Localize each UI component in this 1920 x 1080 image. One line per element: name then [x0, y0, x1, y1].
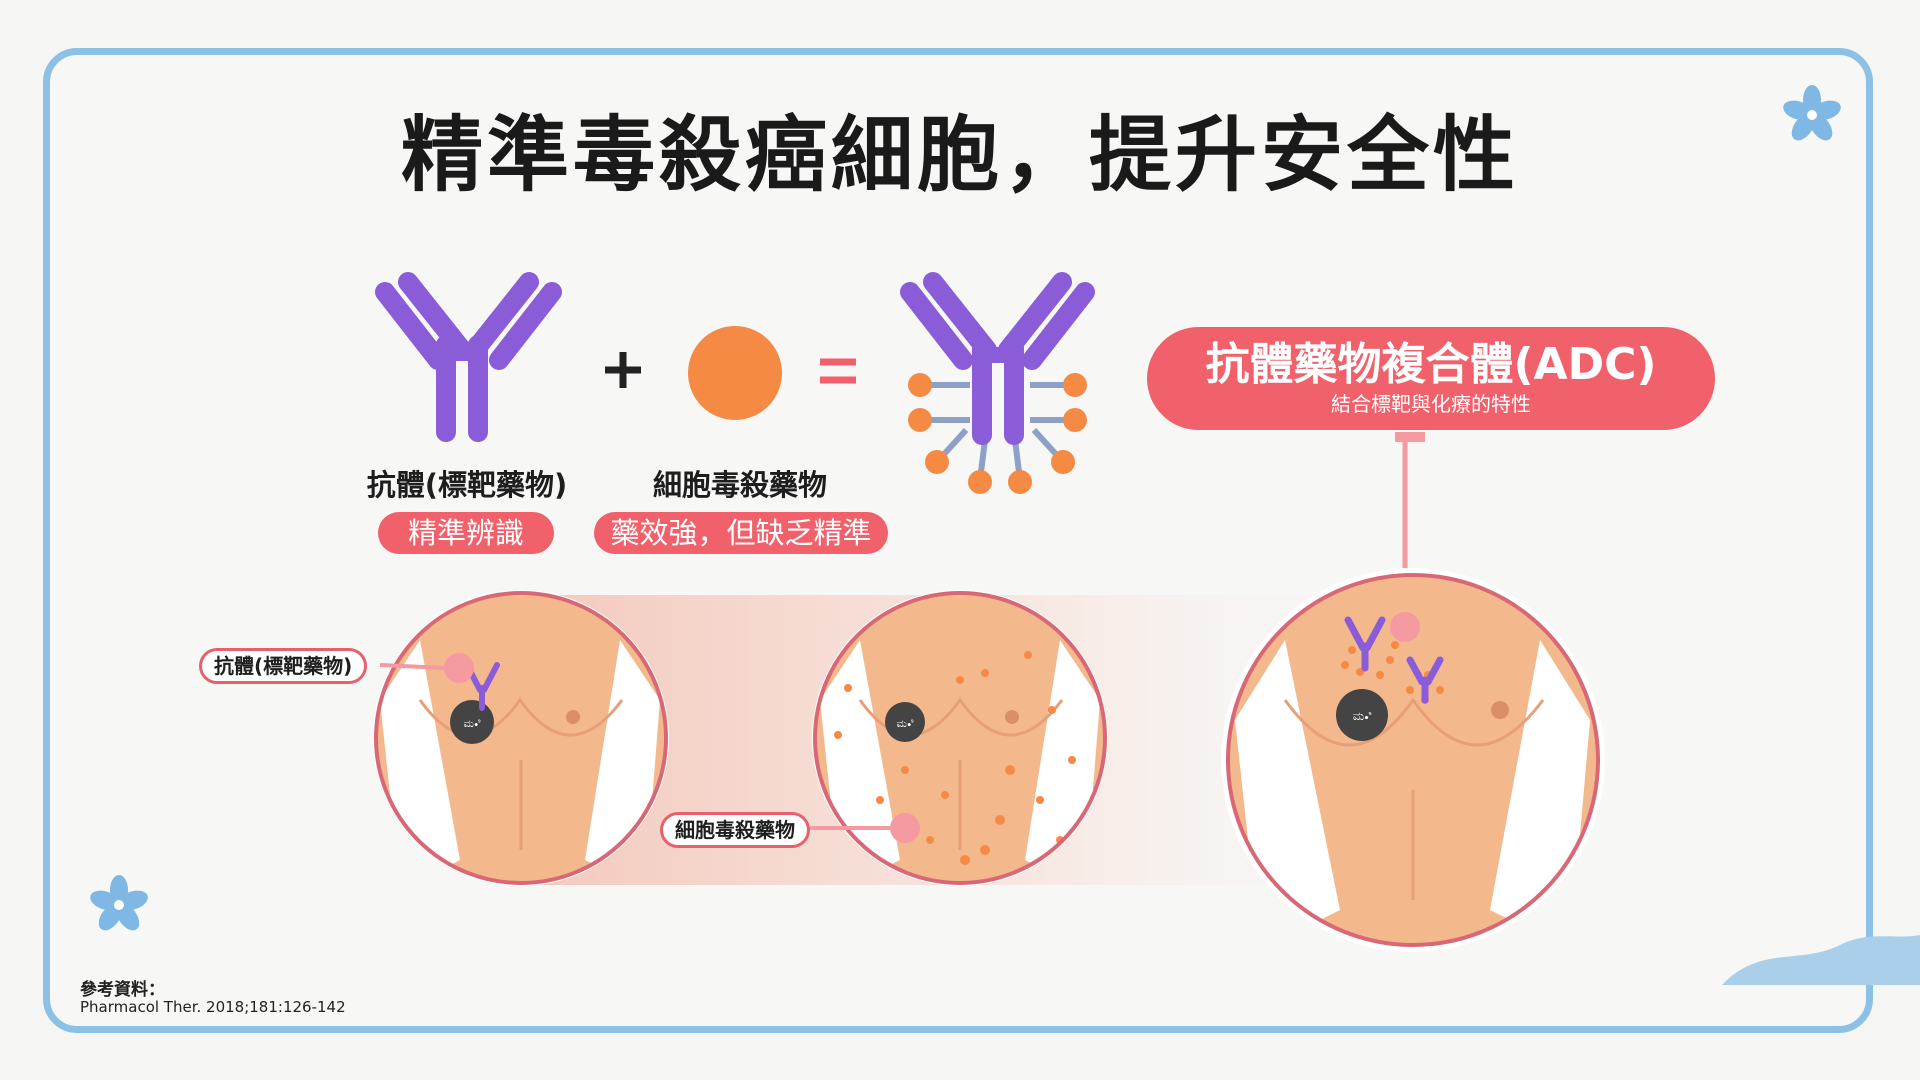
drug-label: 細胞毒殺藥物: [652, 468, 827, 502]
drug-pill: 藥效強，但缺乏精準: [594, 512, 888, 554]
wave-decoration: [1722, 935, 1920, 985]
svg-text:ಮ•ಿ: ಮ•ಿ: [464, 717, 482, 730]
torso-circle-antibody: ಮ•ಿ: [373, 590, 669, 886]
adc-box: 抗體藥物複合體(ADC) 結合標靶與化療的特性: [1147, 327, 1715, 430]
antibody-pill: 精準辨識: [378, 512, 554, 554]
slide-title: 精準毒殺癌細胞，提升安全性: [400, 108, 1519, 203]
plus-icon: [605, 352, 641, 388]
adc-subtitle: 結合標靶與化療的特性: [1331, 392, 1531, 416]
svg-text:ಮ•ಿ: ಮ•ಿ: [897, 717, 915, 730]
svg-text:ಮ•ಿ: ಮ•ಿ: [1353, 709, 1372, 723]
equals-icon: [820, 358, 856, 384]
reference-citation: Pharmacol Ther. 2018;181:126-142: [80, 998, 346, 1016]
drug-icon: [688, 326, 782, 420]
antibody-label: 抗體(標靶藥物): [366, 468, 568, 502]
flower-icon: [90, 875, 148, 931]
antibody-icon: [375, 272, 562, 442]
flower-icon: [1783, 85, 1841, 141]
adc-title: 抗體藥物複合體(ADC): [1205, 339, 1657, 390]
torso-circle-adc: ಮ•ಿ: [1221, 568, 1605, 952]
adc-molecule-icon: [900, 272, 1095, 494]
callout-antibody: 抗體(標靶藥物): [199, 648, 368, 684]
reference-heading: 參考資料：: [80, 980, 165, 1000]
callout-drug: 細胞毒殺藥物: [660, 812, 810, 848]
